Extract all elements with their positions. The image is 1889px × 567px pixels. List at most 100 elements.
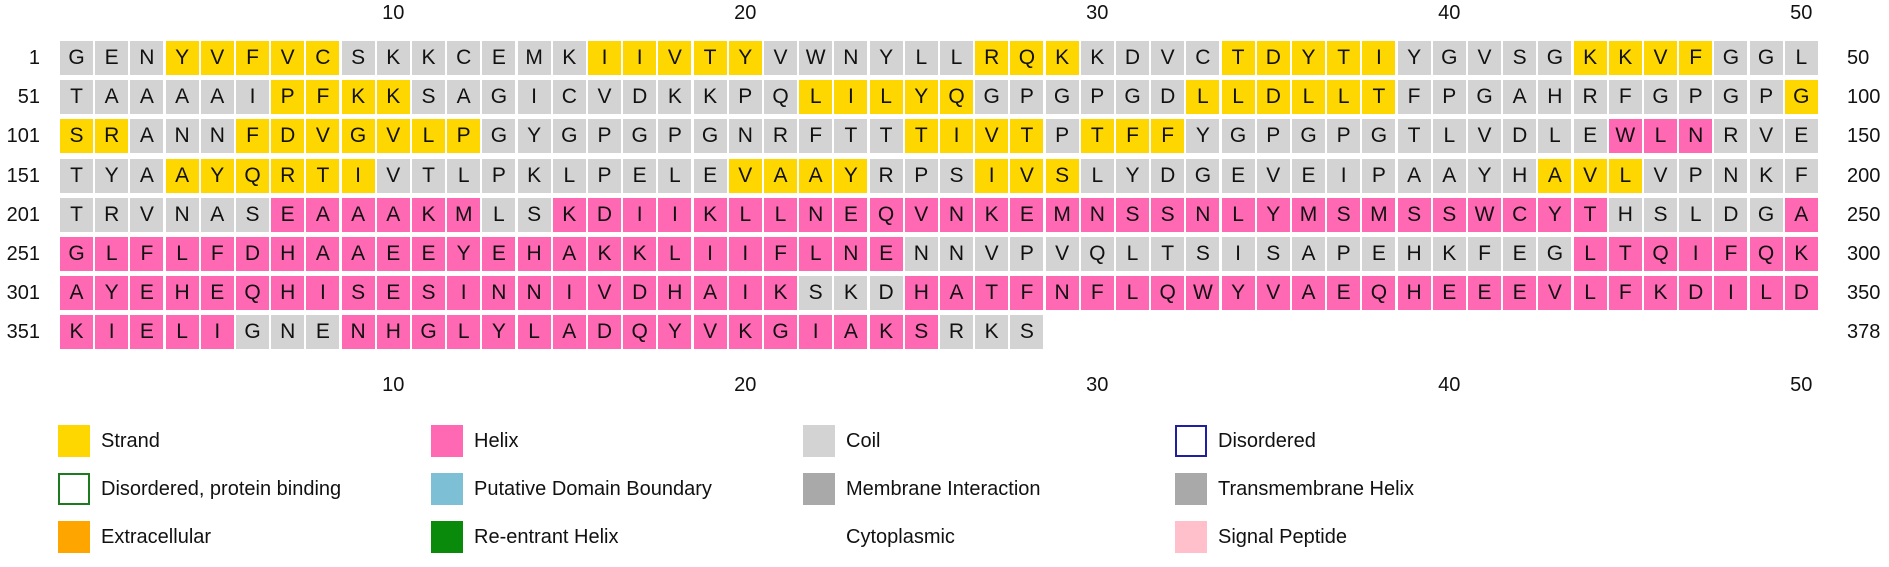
residue-cell: G <box>623 119 657 154</box>
residue-cell: F <box>1116 119 1149 154</box>
residue-cell: C <box>1186 41 1220 75</box>
residue-cell: I <box>552 276 586 311</box>
residue-cell: T <box>1080 119 1114 154</box>
residue-cell: F <box>764 237 797 271</box>
legend-swatch <box>58 425 90 457</box>
residue-cell: Y <box>200 158 234 193</box>
residue-cell: F <box>1608 80 1642 115</box>
legend-swatch <box>803 521 835 553</box>
residue-cell: E <box>412 237 445 271</box>
residue-cell: Y <box>1256 197 1290 232</box>
residue-cell: L <box>904 41 938 75</box>
residue-cell: G <box>1116 80 1149 115</box>
ruler-label: 10 <box>382 374 405 396</box>
legend-swatch <box>1175 473 1207 505</box>
residue-cell: P <box>588 119 621 154</box>
residue-cell: M <box>517 41 551 75</box>
residue-cell: P <box>447 119 481 154</box>
row-end-index: 350 <box>1847 282 1881 305</box>
residue-cell: D <box>623 276 657 311</box>
residue-cell: W <box>1608 119 1642 154</box>
residue-cell: L <box>1608 158 1642 193</box>
residue-cell: A <box>1538 158 1572 193</box>
residue-cell: H <box>904 276 938 311</box>
residue-cell: I <box>200 315 234 350</box>
residue-cell: A <box>165 80 199 115</box>
legend-swatch <box>1175 521 1207 553</box>
residue-cell: S <box>341 276 375 311</box>
residue-cell: Y <box>658 315 692 350</box>
legend-item: Signal Peptide <box>1175 519 1347 555</box>
residue-cell: N <box>940 237 973 271</box>
residue-cell: T <box>904 119 938 154</box>
row-start-index: 251 <box>6 243 40 265</box>
residue-cell: A <box>764 158 797 193</box>
residue-cell: Q <box>623 315 657 350</box>
residue-cell: F <box>306 80 340 115</box>
residue-cell: M <box>1292 197 1325 232</box>
residue-cell: S <box>236 197 269 232</box>
residue-cell: F <box>1468 237 1501 271</box>
residue-cell: G <box>60 41 93 75</box>
residue-cell: G <box>341 119 375 154</box>
residue-cell: P <box>1362 158 1396 193</box>
residue-cell: Q <box>1010 41 1044 75</box>
residue-cell: I <box>1221 237 1255 271</box>
residue-cell: P <box>1432 80 1466 115</box>
residue-cell: L <box>95 237 129 271</box>
residue-cell: E <box>1327 276 1361 311</box>
residue-cell: S <box>1327 197 1361 232</box>
residue-cell: I <box>95 315 129 350</box>
residue-cell: T <box>60 80 93 115</box>
residue-cell: T <box>1362 80 1396 115</box>
residue-cell: E <box>869 237 903 271</box>
residue-cell: I <box>834 80 868 115</box>
residue-cell: N <box>271 315 305 350</box>
residue-cell: V <box>271 41 305 75</box>
residue-cell: H <box>1397 276 1431 311</box>
residue-cell: P <box>1256 119 1290 154</box>
residue-cell: K <box>552 197 586 232</box>
residue-cell: T <box>412 158 445 193</box>
residue-cell: Y <box>517 119 551 154</box>
residue-cell: A <box>552 237 586 271</box>
residue-cell: F <box>200 237 234 271</box>
residue-cell: K <box>412 41 445 75</box>
residue-cell: G <box>1362 119 1396 154</box>
residue-cell: M <box>447 197 481 232</box>
residue-cell: P <box>271 80 305 115</box>
residue-cell: Q <box>1151 276 1185 311</box>
residue-cell: V <box>376 119 410 154</box>
residue-cell: D <box>588 197 621 232</box>
residue-cell: D <box>588 315 621 350</box>
residue-cell: E <box>1221 158 1255 193</box>
ruler-label: 50 <box>1790 2 1813 24</box>
residue-cell: K <box>693 197 727 232</box>
residue-cell: A <box>552 315 586 350</box>
residue-cell: V <box>200 41 234 75</box>
residue-cell: E <box>1468 276 1501 311</box>
residue-cell: V <box>1573 158 1607 193</box>
residue-cell: F <box>1080 276 1114 311</box>
ruler-label: 50 <box>1790 374 1813 396</box>
residue-cell: N <box>1186 197 1220 232</box>
residue-cell: I <box>658 197 692 232</box>
residue-cell: P <box>1327 237 1361 271</box>
residue-cell: L <box>1221 80 1255 115</box>
residue-cell: K <box>869 315 903 350</box>
residue-cell: G <box>693 119 727 154</box>
residue-cell: Y <box>904 80 938 115</box>
legend-item: Extracellular <box>58 519 211 555</box>
residue-cell: T <box>60 197 93 232</box>
residue-cell: I <box>447 276 481 311</box>
row-end-index: 100 <box>1847 86 1881 109</box>
residue-cell: F <box>1784 158 1818 193</box>
residue-cell: N <box>834 41 868 75</box>
residue-cell: A <box>200 197 234 232</box>
residue-cell: H <box>271 237 305 271</box>
residue-cell: G <box>1186 158 1220 193</box>
residue-cell: A <box>130 80 164 115</box>
residue-cell: Y <box>1221 276 1255 311</box>
residue-cell: P <box>658 119 692 154</box>
